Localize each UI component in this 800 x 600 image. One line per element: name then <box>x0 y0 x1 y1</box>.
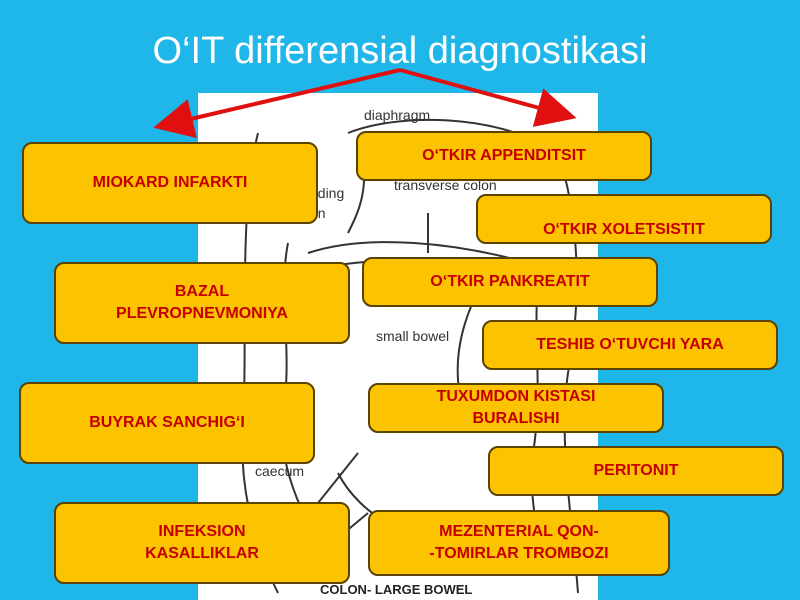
box-otkir-pankreatit: O‘TKIR PANKREATIT <box>362 257 658 307</box>
box-text: O‘TKIR APPENDITSIT <box>422 147 586 164</box>
page-title: O‘IT differensial diagnostikasi <box>152 30 648 72</box>
box-text: O‘TKIR XOLETSISTIT <box>543 221 705 238</box>
box-text-line1: TUXUMDON KISTASI <box>436 388 596 405</box>
diagram-caption: COLON- LARGE BOWEL <box>320 582 473 597</box>
box-text: TESHIB O‘TUVCHI YARA <box>536 336 724 353</box>
box-text-line2: KASALLIKLAR <box>145 545 259 562</box>
label-caecum: caecum <box>255 463 305 479</box>
box-text: MIOKARD INFARKTI <box>92 174 248 191</box>
box-text-line2: -TOMIRLAR TROMBOZI <box>429 545 609 562</box>
box-peritonit: PERITONIT <box>488 446 784 496</box>
box-text-line1: BAZAL <box>174 283 230 300</box>
box-teshib-otuvchi-yara: TESHIB O‘TUVCHI YARA <box>482 320 778 370</box>
box-mezenterial-qon-tomirlar-trombozi: MEZENTERIAL QON- -TOMIRLAR TROMBOZI <box>368 510 670 576</box>
box-bazal-plevropnevmoniya: BAZAL PLEVROPNEVMONIYA <box>54 262 350 344</box>
box-buyrak-sanchigi: BUYRAK SANCHIG‘I <box>19 382 315 464</box>
label-ascending-colon-1: nding <box>310 185 345 201</box>
box-text-line2: PLEVROPNEVMONIYA <box>116 305 288 322</box>
label-transverse-colon: transverse colon <box>394 177 497 193</box>
label-small-bowel: small bowel <box>376 328 450 344</box>
box-text: O‘TKIR PANKREATIT <box>430 273 590 290</box>
box-text: PERITONIT <box>593 462 679 479</box>
box-otkir-xoletsistit: O‘TKIR XOLETSISTIT <box>476 194 772 244</box>
box-text-line2: BURALISHI <box>472 410 560 427</box>
box-miokard-infarkti: MIOKARD INFARKTI <box>22 142 318 224</box>
box-otkir-appenditsit: O‘TKIR APPENDITSIT <box>356 131 652 181</box>
box-text-line1: MEZENTERIAL QON- <box>439 523 599 540</box>
label-diaphragm: diaphragm <box>364 107 431 123</box>
box-tuxumdon-kistasi-buralishi: TUXUMDON KISTASI BURALISHI <box>368 383 664 433</box>
box-text-line1: INFEKSION <box>158 523 246 540</box>
box-text: BUYRAK SANCHIG‘I <box>89 414 245 431</box>
box-infeksion-kasalliklar: INFEKSION KASALLIKLAR <box>54 502 350 584</box>
